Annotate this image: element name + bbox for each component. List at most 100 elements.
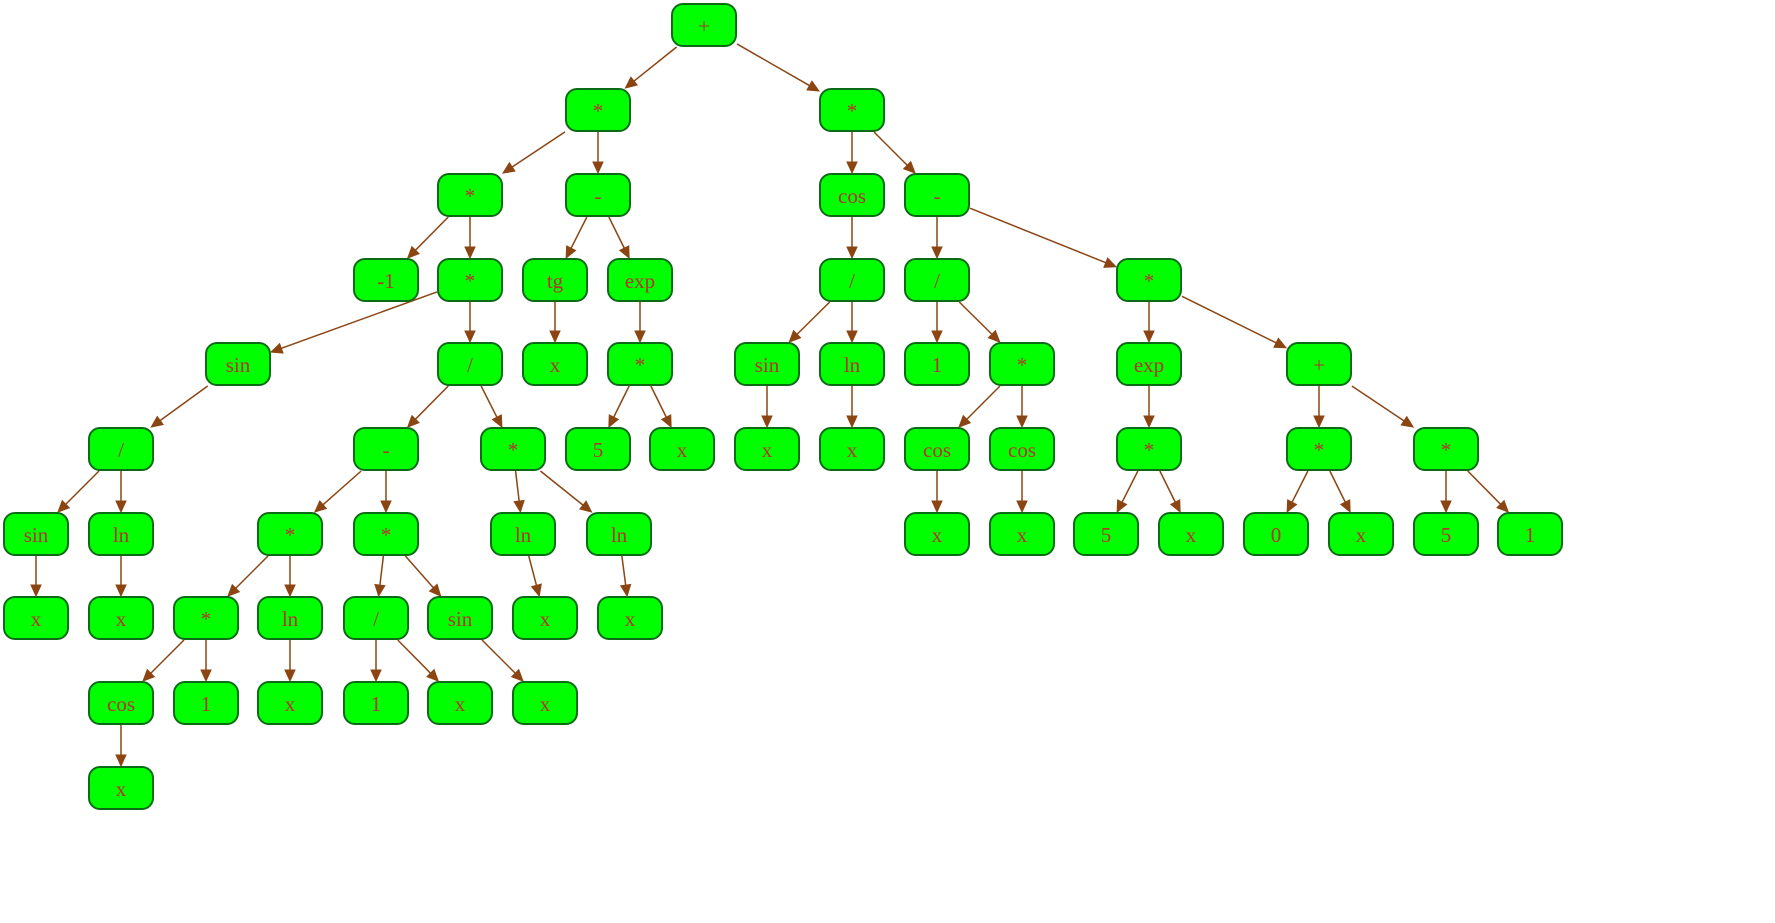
tree-node: 0 [1243, 512, 1309, 556]
node-box [1328, 512, 1394, 556]
edge-n47-n49 [958, 301, 993, 335]
node-label: * [1144, 269, 1155, 293]
edge-n56-n57 [1121, 470, 1139, 503]
tree-node: x [904, 512, 970, 556]
node-box [597, 596, 663, 640]
node-label: ln [113, 523, 130, 547]
node-label: + [698, 14, 710, 38]
arrowhead-icon [142, 668, 156, 682]
arrowhead-icon [624, 76, 639, 89]
tree-node: x [989, 512, 1055, 556]
tree-node: 5 [1073, 512, 1139, 556]
arrowhead-icon [115, 584, 127, 598]
edge-n41-n42 [796, 301, 831, 335]
node-label: 1 [932, 353, 943, 377]
edge-n27-n30 [539, 470, 584, 506]
node-box [257, 681, 323, 725]
tree-node: 1 [343, 681, 409, 725]
node-label: x [455, 692, 466, 716]
node-label: cos [923, 438, 951, 462]
node-label: x [550, 353, 561, 377]
arrowhead-icon [549, 330, 561, 344]
arrowhead-icon [1116, 499, 1128, 514]
arrowhead-icon [374, 583, 386, 598]
arrowhead-icon [428, 583, 442, 597]
arrowhead-icon [958, 414, 972, 428]
node-label: 5 [1101, 523, 1112, 547]
tree-node: * [353, 512, 419, 556]
node-box [586, 512, 652, 556]
arrowhead-icon [618, 245, 630, 260]
arrowhead-icon [284, 669, 296, 683]
tree-node: ln [490, 512, 556, 556]
tree-node: * [607, 342, 673, 386]
node-box [343, 596, 409, 640]
node-box [490, 512, 556, 556]
tree-node: x [88, 766, 154, 810]
edge-n60-n62 [1329, 470, 1346, 503]
node-label: / [467, 353, 473, 377]
arrowhead-icon [1496, 499, 1510, 513]
node-box [3, 512, 69, 556]
edge-n59-n63 [1351, 385, 1405, 422]
tree-node: ln [586, 512, 652, 556]
tree-node: * [437, 173, 503, 217]
node-label: * [1144, 438, 1155, 462]
node-label: x [1017, 523, 1028, 547]
node-box [1413, 427, 1479, 471]
arrowhead-icon [619, 583, 632, 598]
node-box [819, 258, 885, 302]
node-box [257, 596, 323, 640]
node-label: * [1441, 438, 1452, 462]
tree-node: * [1116, 427, 1182, 471]
tree-node: * [989, 342, 1055, 386]
node-label: ln [515, 523, 532, 547]
tree-node: / [904, 258, 970, 302]
node-box [989, 427, 1055, 471]
node-label: x [847, 438, 858, 462]
arrowhead-icon [464, 246, 476, 260]
node-box [607, 342, 673, 386]
node-label: tg [547, 269, 564, 293]
node-label: x [932, 523, 943, 547]
tree-node: ln [819, 342, 885, 386]
arrowhead-icon [1016, 415, 1028, 429]
node-label: x [540, 692, 551, 716]
node-box [88, 681, 154, 725]
tree-node: * [1286, 427, 1352, 471]
tree-node: cos [88, 681, 154, 725]
node-box [205, 342, 271, 386]
tree-node: x [88, 596, 154, 640]
node-label: * [201, 607, 212, 631]
tree-node: * [1116, 258, 1182, 302]
arrowhead-icon [788, 329, 802, 343]
tree-node: x [257, 681, 323, 725]
arrowhead-icon [284, 584, 296, 598]
node-label: x [762, 438, 773, 462]
arrowhead-icon [1440, 500, 1452, 514]
node-box [1286, 427, 1352, 471]
arrowhead-icon [115, 500, 127, 514]
node-box [88, 596, 154, 640]
node-box [480, 427, 546, 471]
arrowhead-icon [227, 583, 241, 597]
arrowhead-icon [761, 415, 773, 429]
arrowhead-icon [1273, 337, 1288, 349]
node-label: sin [226, 353, 251, 377]
tree-node: ln [257, 596, 323, 640]
node-box [819, 427, 885, 471]
arrowhead-icon [530, 583, 542, 598]
node-label: 1 [371, 692, 382, 716]
node-label: * [593, 99, 604, 123]
edge-n39-n46 [873, 131, 908, 166]
node-box [1497, 512, 1563, 556]
node-box [671, 3, 737, 47]
arrowhead-icon [846, 330, 858, 344]
arrowhead-icon [565, 245, 577, 260]
node-label: cos [1008, 438, 1036, 462]
node-box [512, 596, 578, 640]
node-label: * [285, 523, 296, 547]
tree-node: - [904, 173, 970, 217]
node-box [437, 173, 503, 217]
arrowhead-icon [1143, 330, 1155, 344]
